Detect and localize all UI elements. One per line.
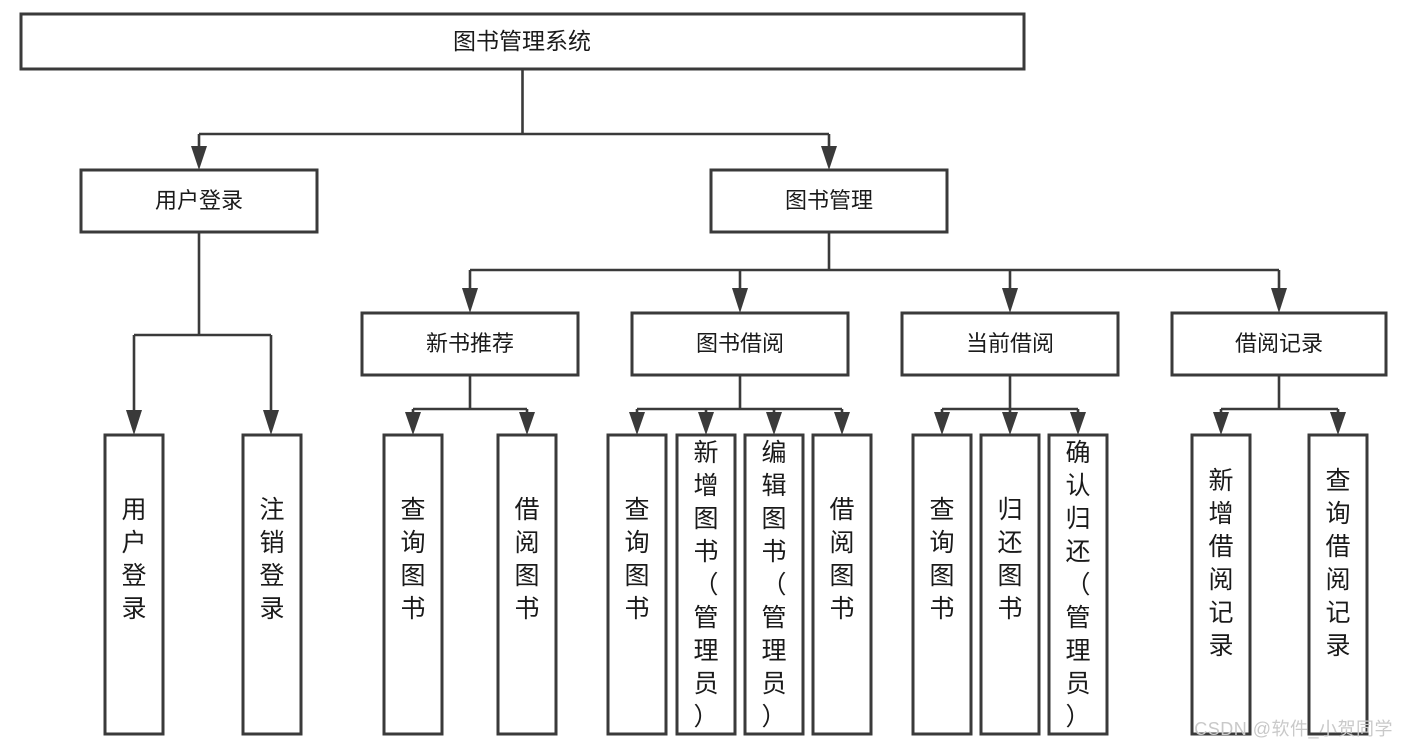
leaf-node-query-book-borrow[interactable]: 查询图书 <box>606 433 668 736</box>
node-current-borrow[interactable]: 当前借阅 <box>900 311 1120 377</box>
node-current-borrow-box <box>900 311 1120 377</box>
node-root-label: 图书管理系统 <box>453 28 591 54</box>
leaf-logout-box <box>241 433 303 736</box>
leaf-node-query-borrow-record[interactable]: 查询借阅记录 <box>1307 433 1369 736</box>
leaf-node-logout[interactable]: 注销登录 <box>241 433 303 736</box>
arrowhead-user-login <box>191 146 207 170</box>
leaf-edit-book-label: 编辑图书（管理员） <box>761 439 786 731</box>
leaf-return-book-box <box>979 433 1041 736</box>
leaf-return-book-label: 归还图书 <box>997 496 1022 623</box>
node-book-borrow-label: 图书借阅 <box>696 331 784 356</box>
leaf-confirm-return-label: 确认归还（管理员） <box>1065 439 1090 731</box>
node-root-box <box>19 12 1026 71</box>
arrowhead-book-borrow <box>732 288 748 313</box>
edge-group-bookmanage-to-level3 <box>462 232 1287 313</box>
arrowhead-leaf-query-book-2 <box>629 412 645 435</box>
node-book-management-box <box>709 168 949 234</box>
node-current-borrow-label: 当前借阅 <box>966 331 1054 356</box>
arrowhead-leaf-query-book-1 <box>405 412 421 435</box>
leaf-borrow-book-box <box>811 433 873 736</box>
leaf-node-edit-book[interactable]: 编辑图书（管理员） <box>743 433 805 736</box>
node-borrow-record-box <box>1170 311 1388 377</box>
arrowhead-new-book-recommend <box>462 288 478 313</box>
leaf-query-book-current-box <box>911 433 973 736</box>
node-book-management-label: 图书管理 <box>785 188 873 213</box>
leaf-node-borrow-book-recommend[interactable]: 借阅图书 <box>496 433 558 736</box>
leaf-query-book-borrow-label: 查询图书 <box>624 496 649 623</box>
arrowhead-leaf-borrow-book-2 <box>834 412 850 435</box>
leaf-node-confirm-return[interactable]: 确认归还（管理员） <box>1047 433 1109 736</box>
leaf-add-borrow-record-label: 新增借阅记录 <box>1208 467 1233 660</box>
leaf-query-book-borrow-box <box>606 433 668 736</box>
leaf-add-book-label: 新增图书（管理员） <box>693 439 718 731</box>
node-user-login-label: 用户登录 <box>155 188 243 213</box>
edge-group-root-to-level2 <box>191 69 837 170</box>
leaf-query-borrow-record-box <box>1307 433 1369 736</box>
leaf-node-add-book[interactable]: 新增图书（管理员） <box>675 433 737 736</box>
arrowhead-book-manage <box>821 146 837 170</box>
node-user-login[interactable]: 用户登录 <box>79 168 319 234</box>
leaf-user-login-label: 用户登录 <box>121 496 146 623</box>
arrowhead-leaf-logout <box>263 410 279 435</box>
leaf-query-book-recommend-box <box>382 433 444 736</box>
edge-group-borrowrecord-to-leaves <box>1213 375 1346 435</box>
leaf-logout-label: 注销登录 <box>259 496 284 623</box>
leaf-node-add-borrow-record[interactable]: 新增借阅记录 <box>1190 433 1252 736</box>
leaf-user-login-box <box>103 433 165 736</box>
leaf-confirm-return-box <box>1047 433 1109 736</box>
arrowhead-current-borrow <box>1002 288 1018 313</box>
arrowhead-leaf-return-book <box>1002 412 1018 435</box>
leaf-borrow-book-label: 借阅图书 <box>829 496 854 623</box>
arrowhead-leaf-user-login <box>126 410 142 435</box>
leaf-borrow-book-recommend-box <box>496 433 558 736</box>
node-root-library-system[interactable]: 图书管理系统 <box>19 12 1026 71</box>
leaf-node-return-book[interactable]: 归还图书 <box>979 433 1041 736</box>
csdn-watermark: CSDN @软件_小贺同学 <box>1194 719 1393 739</box>
leaf-edit-book-box <box>743 433 805 736</box>
leaf-node-borrow-book[interactable]: 借阅图书 <box>811 433 873 736</box>
arrowhead-leaf-borrow-book-1 <box>519 412 535 435</box>
leaf-add-borrow-record-box <box>1190 433 1252 736</box>
arrowhead-leaf-add-record <box>1213 412 1229 435</box>
leaf-query-book-current-label: 查询图书 <box>929 496 954 623</box>
node-new-book-recommend-label: 新书推荐 <box>426 331 514 356</box>
node-new-book-recommend[interactable]: 新书推荐 <box>360 311 580 377</box>
node-borrow-record[interactable]: 借阅记录 <box>1170 311 1388 377</box>
edge-group-newbook-to-leaves <box>405 375 535 435</box>
edge-group-userlogin-to-leaves <box>126 232 279 435</box>
arrowhead-leaf-query-record <box>1330 412 1346 435</box>
arrowhead-leaf-query-book-3 <box>934 412 950 435</box>
arrowhead-leaf-confirm-return <box>1070 412 1086 435</box>
node-borrow-record-label: 借阅记录 <box>1235 331 1323 356</box>
leaf-query-book-recommend-label: 查询图书 <box>400 496 425 623</box>
arrowhead-leaf-add-book <box>698 412 714 435</box>
leaf-node-user-login[interactable]: 用户登录 <box>103 433 165 736</box>
leaf-node-query-book-recommend[interactable]: 查询图书 <box>382 433 444 736</box>
leaf-query-borrow-record-label: 查询借阅记录 <box>1325 467 1350 660</box>
node-book-borrow-box <box>630 311 850 377</box>
edge-group-currentborrow-to-leaves <box>934 375 1086 435</box>
arrowhead-borrow-record <box>1271 288 1287 313</box>
node-book-borrow[interactable]: 图书借阅 <box>630 311 850 377</box>
leaf-add-book-box <box>675 433 737 736</box>
leaf-borrow-book-recommend-label: 借阅图书 <box>514 496 539 623</box>
arrowhead-leaf-edit-book <box>766 412 782 435</box>
leaf-node-query-book-current[interactable]: 查询图书 <box>911 433 973 736</box>
node-new-book-recommend-box <box>360 311 580 377</box>
node-user-login-box <box>79 168 319 234</box>
node-book-management[interactable]: 图书管理 <box>709 168 949 234</box>
edge-group-bookborrow-to-leaves <box>629 375 850 435</box>
